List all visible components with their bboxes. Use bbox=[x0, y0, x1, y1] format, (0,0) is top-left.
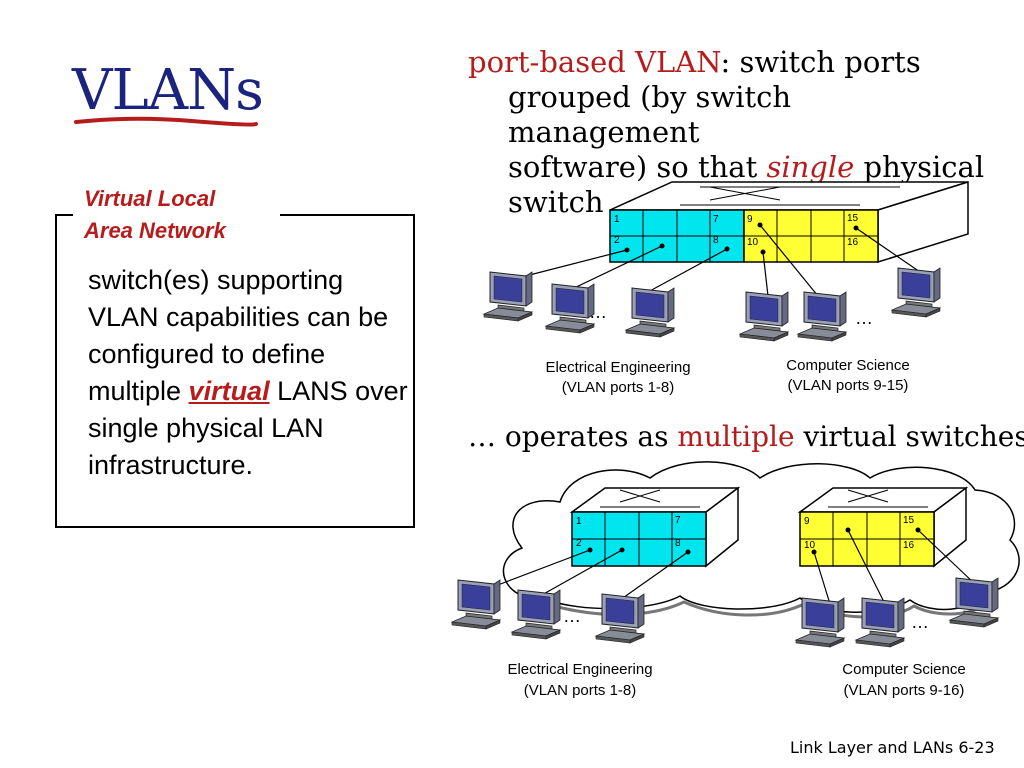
top-port-2: 2 bbox=[614, 235, 620, 246]
heading1-part-c: : switch ports bbox=[720, 45, 921, 79]
bottom-caption-ee-line1: Electrical Engineering bbox=[507, 661, 652, 678]
definition-box-top-left-edge bbox=[55, 214, 73, 216]
heading1-single: single bbox=[766, 150, 855, 184]
slide-title: VLANs bbox=[72, 58, 264, 123]
definition-box-label-line1: Virtual Local bbox=[84, 186, 216, 211]
top-ee-ellipsis: … bbox=[589, 302, 607, 322]
top-cs-computer-1 bbox=[739, 291, 789, 342]
heading2-part-a: … operates as bbox=[468, 420, 678, 453]
bottom-ee-port-2: 2 bbox=[576, 538, 582, 549]
heading1-line2: grouped (by switch management bbox=[508, 80, 792, 149]
heading-port-based-vlan: port-based VLAN: switch ports grouped (b… bbox=[468, 45, 988, 220]
bottom-cs-port-10: 10 bbox=[804, 540, 816, 551]
slide-footer: Link Layer and LANs 6-23 bbox=[790, 738, 995, 757]
bottom-cs-port-9: 9 bbox=[804, 516, 810, 527]
heading1-part-g: physical bbox=[854, 150, 985, 184]
heading1-part-a: port-based bbox=[468, 45, 636, 79]
top-ee-computer-1 bbox=[483, 271, 533, 322]
definition-box bbox=[55, 214, 415, 528]
top-ee-computer-3 bbox=[625, 287, 675, 338]
top-caption-cs-line2: (VLAN ports 9-15) bbox=[788, 377, 909, 394]
title-underline bbox=[74, 116, 258, 127]
heading-multiple-virtual-switches: … operates as multiple virtual switches bbox=[468, 420, 1024, 453]
top-cables bbox=[509, 224, 921, 297]
top-port-15: 15 bbox=[847, 213, 859, 224]
bottom-caption-cs-line1: Computer Science bbox=[842, 661, 965, 678]
heading2-multiple: multiple bbox=[677, 420, 795, 453]
bottom-cs-port-15: 15 bbox=[903, 515, 915, 526]
bottom-caption-ee-line2: (VLAN ports 1-8) bbox=[524, 682, 637, 699]
bottom-ee-computer-1 bbox=[451, 579, 501, 630]
bottom-cables bbox=[489, 529, 976, 605]
heading2-part-c: virtual switches bbox=[794, 420, 1024, 453]
bottom-ee-computer-3 bbox=[595, 593, 645, 644]
bottom-cs-computer-3 bbox=[949, 577, 999, 628]
bottom-ee-port-1: 1 bbox=[576, 516, 582, 527]
top-port-16: 16 bbox=[847, 237, 859, 248]
bottom-ee-port-8: 8 bbox=[675, 538, 681, 549]
bottom-cs-port-16: 16 bbox=[903, 540, 915, 551]
bottom-ee-computer-2 bbox=[511, 589, 561, 640]
heading1-part-e: software) so that bbox=[508, 150, 767, 184]
top-port-1: 1 bbox=[614, 214, 620, 225]
top-switch: 1 2 7 8 9 10 15 16 bbox=[609, 180, 969, 264]
heading1-line3: software) so that single physical bbox=[468, 150, 988, 185]
top-ee-computer-2 bbox=[545, 283, 595, 334]
top-port-8: 8 bbox=[713, 235, 719, 246]
top-caption-ee-line1: Electrical Engineering bbox=[545, 359, 690, 376]
definition-box-label: Virtual Local Area Network bbox=[84, 183, 226, 247]
top-cs-ellipsis: … bbox=[855, 308, 873, 328]
top-port-10: 10 bbox=[747, 237, 759, 248]
definition-text-virtual: virtual bbox=[188, 376, 270, 406]
top-port-7: 7 bbox=[713, 214, 719, 225]
top-cs-computer-3 bbox=[891, 267, 941, 318]
bottom-cs-ellipsis: … bbox=[911, 612, 929, 632]
top-cs-computer-2 bbox=[797, 291, 847, 342]
top-caption-ee-line2: (VLAN ports 1-8) bbox=[562, 379, 675, 396]
definition-text-post: LANS over single physical LAN infrastruc… bbox=[88, 376, 408, 480]
bottom-cs-computer-2 bbox=[855, 597, 905, 648]
bottom-ee-switch: 1 2 7 8 bbox=[569, 486, 741, 568]
definition-text: switch(es) supporting VLAN capabilities … bbox=[88, 262, 408, 484]
top-port-9: 9 bbox=[747, 214, 753, 225]
definition-box-label-line2: Area Network bbox=[84, 218, 226, 243]
bottom-ee-port-7: 7 bbox=[675, 515, 681, 526]
heading1-part-vlan: VLAN bbox=[635, 45, 721, 79]
bottom-cs-computer-1 bbox=[795, 597, 845, 648]
bottom-cs-switch: 9 10 15 16 bbox=[797, 486, 969, 568]
top-caption-cs-line1: Computer Science bbox=[786, 357, 909, 374]
bottom-caption-cs-line2: (VLAN ports 9-16) bbox=[844, 682, 965, 699]
bottom-ee-ellipsis: … bbox=[563, 606, 581, 626]
definition-box-top-right-edge bbox=[280, 214, 413, 216]
definition-text-pre: switch(es) supporting VLAN capabilities … bbox=[88, 265, 389, 406]
